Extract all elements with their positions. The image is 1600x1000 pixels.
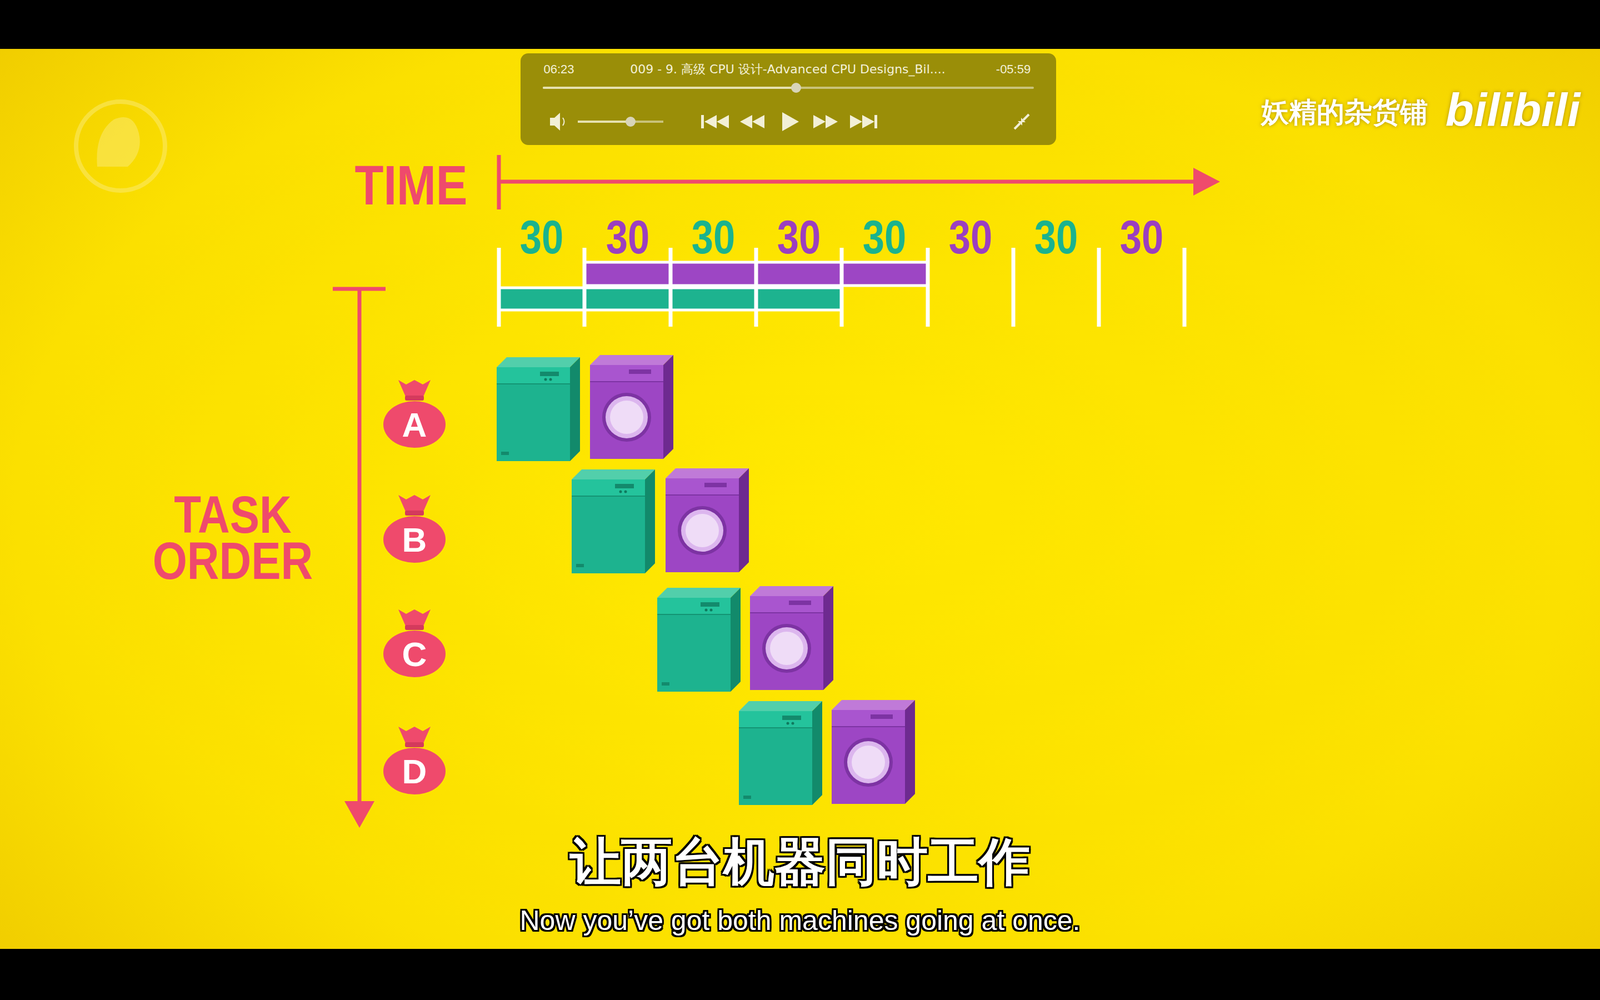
- subtitle: Now you’ve got both machines going at on…: [520, 905, 1081, 937]
- task-bag: D: [381, 724, 448, 796]
- letterbox-bar: [0, 0, 1600, 49]
- duration-number: 30: [862, 210, 907, 264]
- laundry-machines: [496, 355, 915, 805]
- arrow-head: [1193, 167, 1220, 196]
- duration-number: 30: [606, 210, 650, 264]
- time-axis: [498, 155, 1196, 210]
- player-controls: [550, 112, 1029, 132]
- task-letter: B: [402, 520, 428, 560]
- watermark-logo: bilibili: [1445, 84, 1581, 136]
- task-letter: A: [402, 405, 428, 445]
- watermark: 妖精的杂货铺: [1261, 97, 1428, 128]
- subtitle: 让两台机器同时工作: [570, 833, 1030, 890]
- arrow-head: [344, 801, 375, 828]
- task-letter: D: [402, 751, 428, 792]
- channel-logo: [76, 101, 165, 191]
- video-title: 009 - 9. 高级 CPU 设计-Advanced CPU Designs_…: [630, 61, 946, 78]
- duration-number: 30: [948, 210, 993, 264]
- remaining-time: -05:59: [996, 62, 1031, 77]
- axis-title: TASK ORDER: [152, 492, 314, 584]
- timeline-bars: [498, 262, 928, 310]
- duration-number: 30: [1120, 210, 1164, 264]
- duration-number: 30: [691, 210, 735, 264]
- progress-bar: [543, 82, 1033, 93]
- player-control-bar: 06:23 009 - 9. 高级 CPU 设计-Advanced CPU Des…: [520, 53, 1057, 145]
- duration-number: 30: [520, 210, 564, 264]
- axis-title: TIME: [354, 154, 468, 216]
- duration-number: 30: [1034, 210, 1078, 264]
- time-ticks: [498, 247, 1185, 327]
- task-bag: A: [381, 377, 448, 449]
- task-bag: C: [381, 607, 448, 679]
- player-panel: [520, 53, 1057, 145]
- letterbox-bar: [0, 948, 1600, 1000]
- task-bag: B: [381, 492, 448, 564]
- task-letter: C: [402, 634, 428, 674]
- duration-number: 30: [777, 210, 821, 264]
- task-order-axis: [332, 288, 386, 806]
- elapsed-time: 06:23: [543, 62, 574, 77]
